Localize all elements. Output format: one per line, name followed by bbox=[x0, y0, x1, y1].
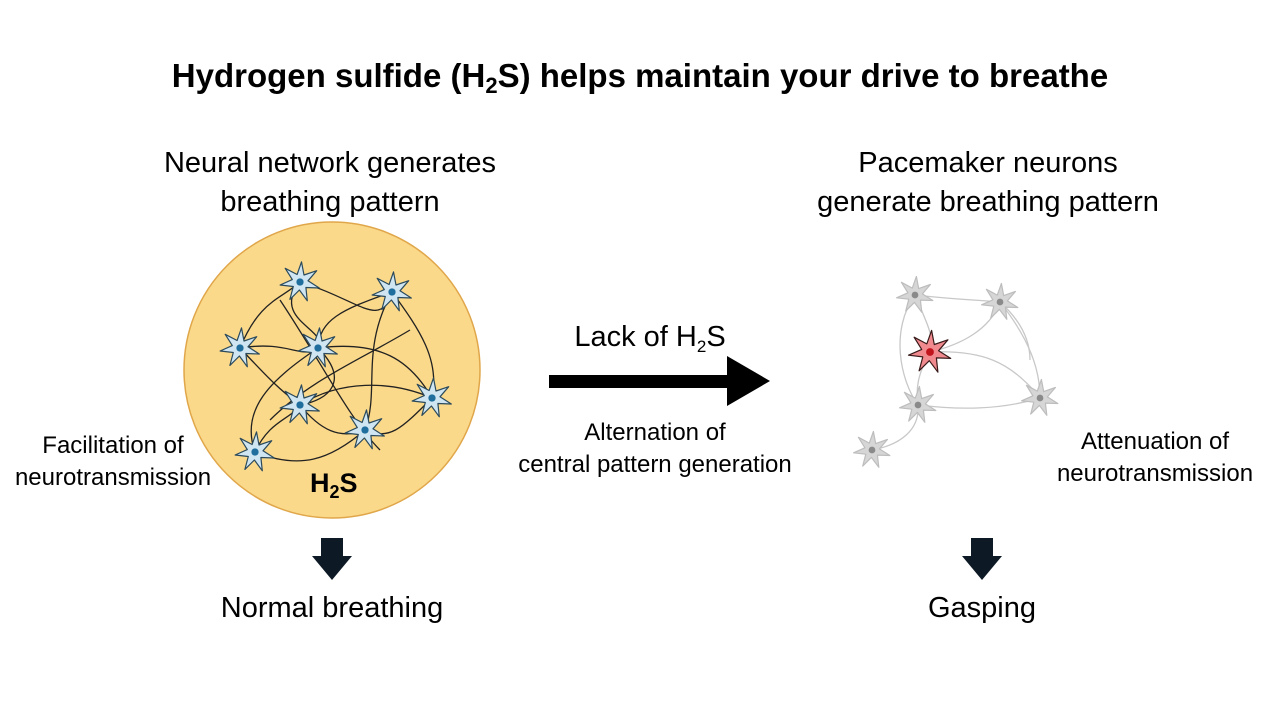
left-heading-line1: Neural network generates bbox=[163, 147, 497, 179]
right-panel-heading: Pacemaker neurons generate breathing pat… bbox=[778, 144, 1198, 222]
right-heading-line2: generate breathing pattern bbox=[817, 186, 1159, 218]
h2s-label: H2S bbox=[310, 468, 358, 502]
right-neuron-3-nucleus bbox=[914, 401, 922, 409]
right-network-connections bbox=[871, 294, 1041, 451]
facilitation-label: Facilitation of neurotransmission bbox=[0, 430, 226, 494]
left-neuron-2 bbox=[371, 271, 412, 312]
right-neuron-5-nucleus bbox=[868, 446, 876, 454]
alternation-caption: Alternation of central pattern generatio… bbox=[480, 417, 830, 481]
facilitation-line2: neurotransmission bbox=[14, 464, 212, 491]
lack-label-start: Lack of H bbox=[574, 321, 697, 353]
lack-label-end: S bbox=[706, 321, 726, 353]
right-down-arrow bbox=[962, 538, 1002, 580]
left-neuron-6 bbox=[411, 377, 452, 418]
right-neuron-4 bbox=[1020, 378, 1059, 416]
left-neuron-4 bbox=[297, 327, 338, 368]
left-neuron-7-nucleus bbox=[361, 426, 369, 434]
left-neuron-5-nucleus bbox=[296, 401, 304, 409]
attenuation-label: Attenuation of neurotransmission bbox=[1040, 426, 1270, 490]
left-neuron-5 bbox=[279, 384, 320, 425]
right-neuron-4-nucleus bbox=[1036, 394, 1044, 402]
diagram-title: Hydrogen sulfide (H2S) helps maintain yo… bbox=[0, 54, 1280, 98]
pacemaker-neuron bbox=[907, 329, 952, 373]
lack-label-subscript: 2 bbox=[696, 337, 707, 356]
title-text-start: Hydrogen sulfide (H bbox=[171, 57, 486, 94]
title-subscript: 2 bbox=[485, 73, 498, 98]
left-heading-line2: breathing pattern bbox=[220, 186, 440, 218]
right-neuron-5 bbox=[852, 430, 891, 468]
attenuation-line1: Attenuation of bbox=[1080, 428, 1230, 455]
h2s-circle bbox=[183, 221, 481, 519]
left-neuron-2-nucleus bbox=[388, 288, 396, 296]
right-neuron-2 bbox=[980, 282, 1019, 320]
left-neurons bbox=[219, 261, 452, 472]
facilitation-line1: Facilitation of bbox=[42, 432, 184, 459]
left-neuron-7 bbox=[344, 409, 385, 450]
left-neuron-1 bbox=[279, 261, 320, 302]
right-arrow bbox=[549, 356, 770, 406]
right-neuron-1-nucleus bbox=[911, 291, 919, 299]
lack-of-h2s-label: Lack of H2S bbox=[540, 318, 760, 356]
attenuation-line2: neurotransmission bbox=[1056, 460, 1254, 487]
right-neurons bbox=[852, 275, 1059, 468]
left-neuron-1-nucleus bbox=[296, 278, 304, 286]
gasping-label: Gasping bbox=[927, 592, 1036, 624]
left-panel-heading: Neural network generates breathing patte… bbox=[130, 144, 530, 222]
normal-breathing-label: Normal breathing bbox=[220, 592, 444, 624]
left-neuron-3 bbox=[219, 327, 260, 368]
right-neuron-2-nucleus bbox=[996, 298, 1004, 306]
alternation-line2: central pattern generation bbox=[518, 451, 792, 478]
right-neuron-1 bbox=[895, 275, 934, 313]
title-text-end: S) helps maintain your drive to breathe bbox=[497, 57, 1109, 94]
alternation-line1: Alternation of bbox=[584, 419, 726, 446]
left-down-arrow bbox=[312, 538, 352, 580]
right-neuron-3 bbox=[898, 385, 937, 423]
left-neuron-8 bbox=[234, 431, 275, 472]
left-neuron-3-nucleus bbox=[236, 344, 244, 352]
pacemaker-neuron-nucleus bbox=[926, 348, 934, 356]
right-heading-line1: Pacemaker neurons bbox=[858, 147, 1118, 179]
left-neuron-4-nucleus bbox=[314, 344, 322, 352]
left-neuron-8-nucleus bbox=[251, 448, 259, 456]
left-neuron-6-nucleus bbox=[428, 394, 436, 402]
